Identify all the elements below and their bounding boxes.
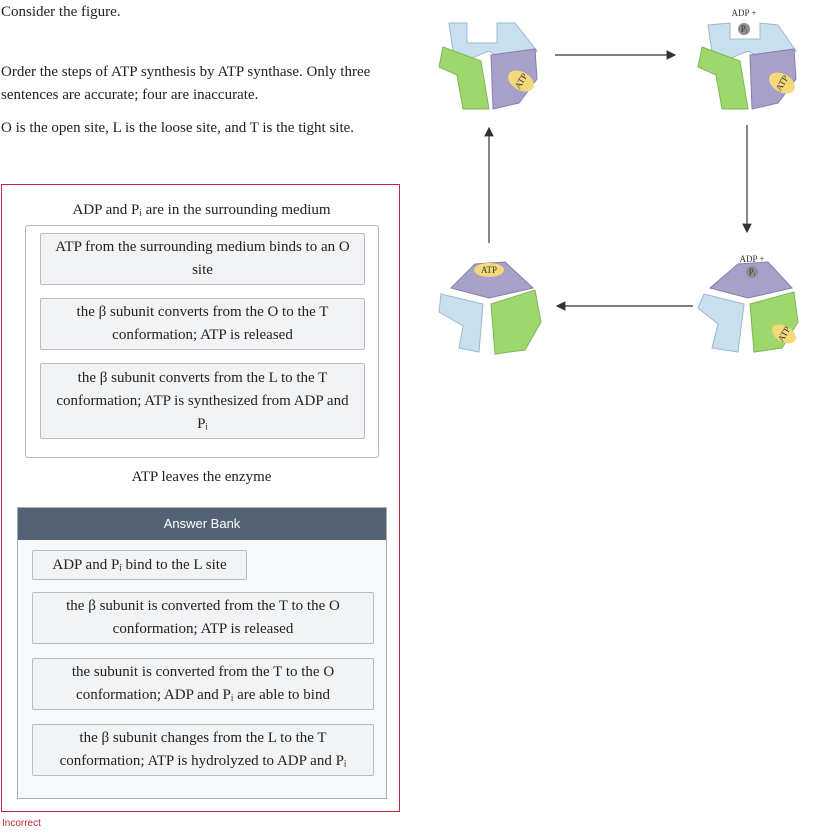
bank-item-card[interactable]: the β subunit is converted from the T to… — [32, 592, 374, 644]
enzyme-state-3: Pᵢ ADP + ATP — [697, 254, 799, 353]
bank-item-card[interactable]: the β subunit changes from the L to the … — [32, 724, 374, 776]
legend-text: O is the open site, L is the loose site,… — [1, 120, 355, 136]
bank-item-card[interactable]: the subunit is converted from the T to t… — [32, 658, 374, 710]
pi-label: Pᵢ — [749, 267, 756, 277]
status-incorrect: Incorrect — [2, 818, 41, 829]
pi-label: Pᵢ — [741, 24, 748, 34]
drop-zone[interactable]: ATP from the surrounding medium binds to… — [25, 225, 379, 458]
enzyme-state-4: ATP — [438, 261, 542, 355]
answer-bank-title: Answer Bank — [18, 508, 386, 540]
sequence-first-step: ADP and Pᵢ are in the surrounding medium — [72, 202, 331, 218]
sequence-last-step: ATP leaves the enzyme — [131, 469, 272, 485]
enzyme-state-2: Pᵢ ADP + ATP — [697, 8, 797, 110]
question-text: Order the steps of ATP synthesis by ATP … — [1, 64, 371, 103]
intro-text: Consider the figure. — [1, 4, 121, 20]
placed-step-card[interactable]: the β subunit converts from the L to the… — [40, 363, 365, 439]
adp-plus-label: ADP + — [740, 254, 765, 264]
placed-step-card[interactable]: ATP from the surrounding medium binds to… — [40, 233, 365, 285]
answer-bank: Answer Bank ADP and Pᵢ bind to the L sit… — [17, 507, 387, 799]
bank-item-card[interactable]: ADP and Pᵢ bind to the L site — [32, 550, 247, 580]
atp-synthase-figure: ATP Pᵢ ADP + ATP Pᵢ ADP + ATP ATP — [438, 8, 799, 355]
enzyme-state-1: ATP — [438, 22, 538, 110]
placed-step-card[interactable]: the β subunit converts from the O to the… — [40, 298, 365, 350]
answer-area: ADP and Pᵢ are in the surrounding medium… — [1, 184, 400, 812]
atp-label: ATP — [481, 265, 497, 275]
adp-plus-label: ADP + — [732, 8, 757, 18]
